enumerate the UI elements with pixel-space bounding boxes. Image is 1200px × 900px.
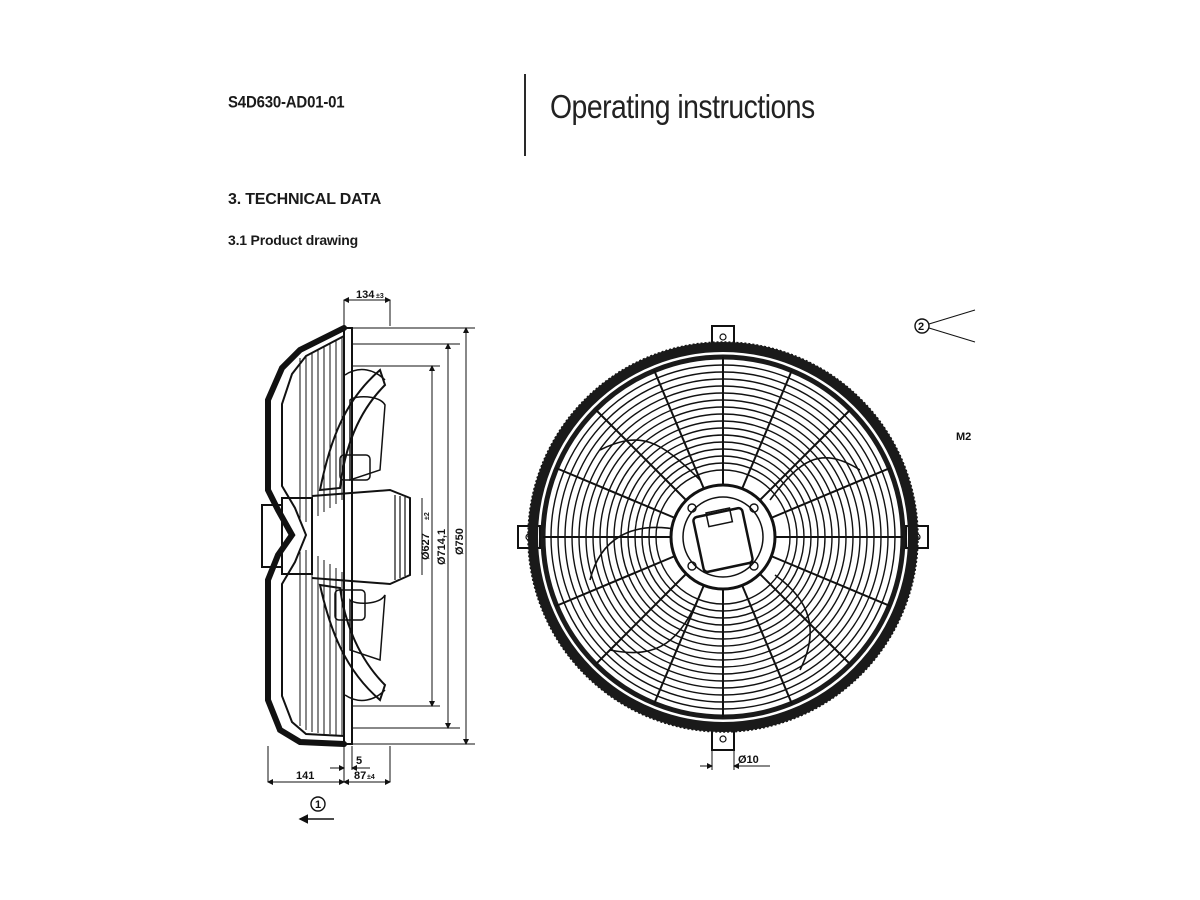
cut-label: M2 [956,431,971,443]
dim-bottom-right: 87 [354,770,366,782]
document-title: Operating instructions [550,88,815,125]
dim-hole-diameter: Ø10 [738,754,759,766]
partial-detail [914,309,976,343]
callout-airflow: 1 [315,799,321,811]
dim-bottom-left: 141 [296,770,314,782]
dim-outer-diameter: Ø750 [454,528,466,555]
model-number: S4D630-AD01-01 [228,93,345,112]
dim-top-width-tolerance: ±3 [376,293,384,300]
guard-wires-side [299,337,343,735]
dim-inner-diameter: Ø627 [420,533,432,560]
dim-gap: 5 [356,755,362,767]
section-heading: 3. TECHNICAL DATA [228,191,382,208]
header-divider [524,74,526,156]
dim-inner-diameter-tolerance: ±2 [424,512,431,520]
callout-side: 2 [918,321,924,333]
front-view [517,325,929,751]
side-view-dimensions [267,297,475,824]
dim-bottom-right-tolerance: ±4 [367,774,375,781]
dim-mid-diameter: Ø714,1 [436,529,448,565]
side-view-labels: 134 ±3 Ø627 ±2 Ø714,1 Ø750 5 141 87 ±4 1 [296,289,466,811]
section-subheading: 3.1 Product drawing [228,232,358,248]
front-view-dimensions [700,750,770,770]
fan-blades [589,439,861,671]
dim-top-width: 134 [356,289,375,301]
guard-struts [543,357,903,717]
side-view [261,325,411,747]
